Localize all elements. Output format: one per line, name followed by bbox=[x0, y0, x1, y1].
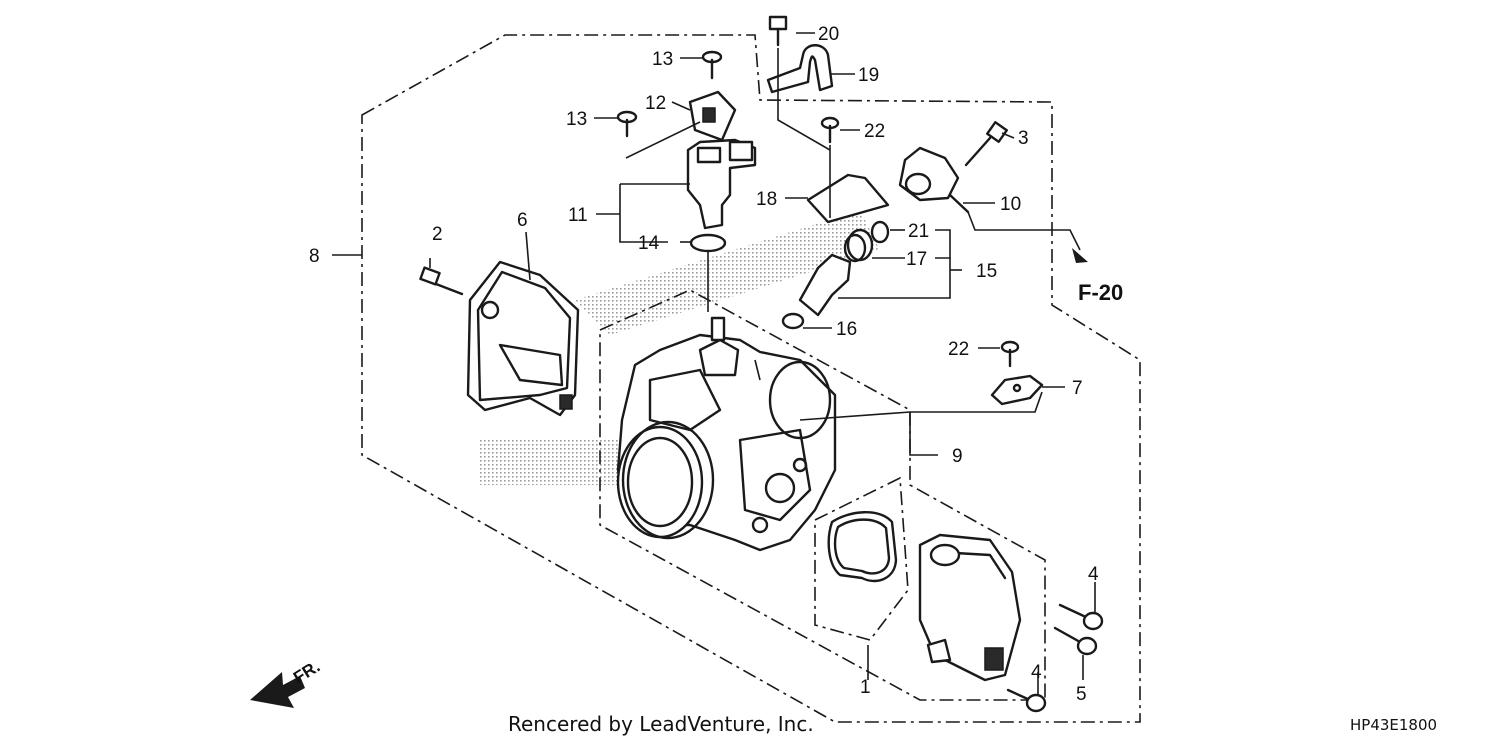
label-part-14: 14 bbox=[638, 233, 660, 254]
throttle-position-sensor bbox=[918, 533, 1022, 682]
oring-14 bbox=[689, 233, 727, 253]
screw-22-lower bbox=[1000, 340, 1020, 368]
label-part-21: 21 bbox=[908, 221, 929, 242]
bracket-18 bbox=[806, 173, 890, 224]
label-part-19: 19 bbox=[858, 65, 879, 86]
label-part-6: 6 bbox=[517, 210, 528, 231]
label-part-22-lower: 22 bbox=[948, 339, 969, 360]
shading-upper bbox=[575, 210, 880, 335]
label-part-2: 2 bbox=[432, 224, 443, 245]
screw-13-lower bbox=[616, 110, 638, 138]
label-part-18: 18 bbox=[756, 189, 777, 210]
cover-6 bbox=[466, 260, 580, 417]
throttle-body bbox=[616, 316, 837, 552]
label-part-5: 5 bbox=[1076, 684, 1087, 705]
label-part-11: 11 bbox=[568, 205, 588, 226]
assembly-outline-8 bbox=[361, 34, 1141, 723]
label-part-9: 9 bbox=[952, 446, 963, 467]
label-part-7: 7 bbox=[1072, 378, 1083, 399]
bolt-3 bbox=[964, 121, 1008, 167]
credit-text: Rencered by LeadVenture, Inc. bbox=[508, 712, 814, 736]
shading-lower bbox=[478, 440, 628, 485]
screw-4-upper bbox=[1058, 603, 1104, 631]
label-part-15: 15 bbox=[976, 261, 997, 282]
gasket-1 bbox=[827, 511, 898, 583]
label-part-10: 10 bbox=[1000, 194, 1021, 215]
diagram-code: HP43E1800 bbox=[1350, 716, 1438, 734]
label-part-22-upper: 22 bbox=[864, 121, 885, 142]
bolt-20 bbox=[768, 15, 788, 47]
assembly-outline-gasket bbox=[814, 476, 909, 641]
label-part-16: 16 bbox=[836, 319, 857, 340]
screw-13-upper bbox=[701, 50, 723, 80]
label-part-17: 17 bbox=[906, 249, 927, 270]
label-part-8: 8 bbox=[309, 246, 320, 267]
injector-15 bbox=[798, 253, 852, 317]
reference-label: F-20 bbox=[1078, 280, 1123, 305]
bracket-12 bbox=[688, 90, 737, 142]
label-part-1: 1 bbox=[860, 677, 871, 698]
label-part-12: 12 bbox=[645, 93, 666, 114]
bolt-2 bbox=[419, 266, 464, 296]
reference-arrow bbox=[1072, 248, 1088, 263]
label-part-20: 20 bbox=[818, 24, 839, 45]
injector-11 bbox=[686, 138, 757, 230]
front-direction-arrow-icon bbox=[250, 672, 305, 708]
clamp-19 bbox=[766, 44, 834, 94]
label-part-13-lower: 13 bbox=[566, 109, 587, 130]
label-part-4-lower: 4 bbox=[1031, 662, 1042, 683]
label-part-3: 3 bbox=[1018, 128, 1029, 149]
label-part-13-upper: 13 bbox=[652, 49, 673, 70]
screw-22-upper bbox=[820, 116, 840, 144]
screw-4-lower bbox=[1006, 688, 1047, 713]
oring-21 bbox=[870, 220, 890, 244]
leader-lines bbox=[332, 32, 1096, 696]
sensor-10 bbox=[898, 146, 970, 214]
screw-5 bbox=[1053, 626, 1098, 656]
assembly-outline-9 bbox=[599, 289, 1046, 701]
seal-17 bbox=[843, 228, 874, 263]
label-part-4-upper: 4 bbox=[1088, 564, 1099, 585]
oring-16 bbox=[781, 312, 805, 330]
